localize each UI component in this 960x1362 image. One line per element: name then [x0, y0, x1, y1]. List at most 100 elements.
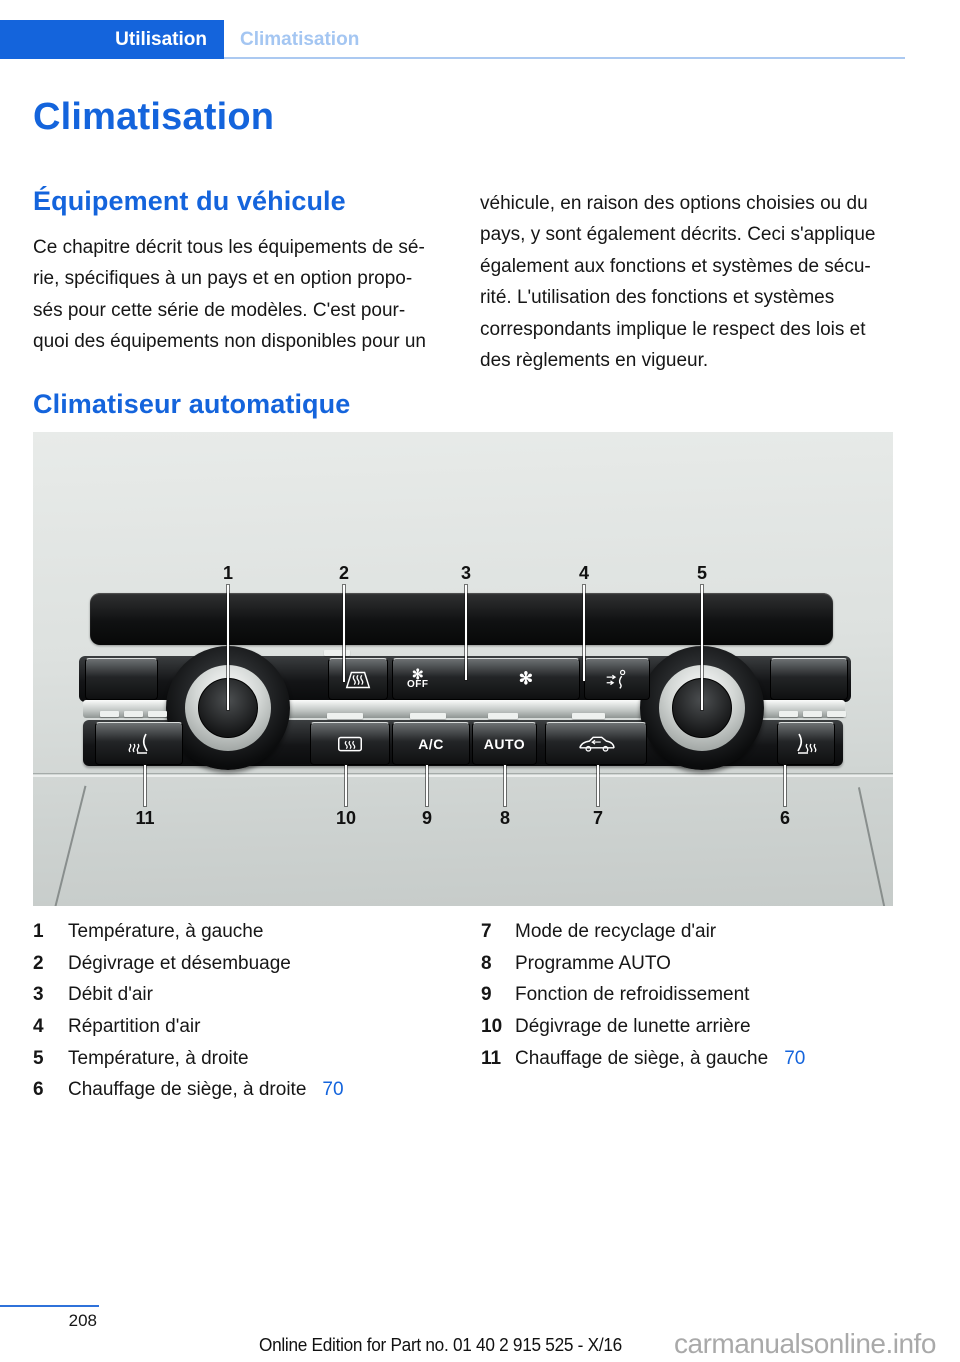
- callout-line: [144, 765, 146, 806]
- paragraph-right-column: véhicule, en raison des options choisies…: [480, 188, 875, 376]
- indicator-dash: [100, 711, 119, 717]
- legend-item: 4 Répartition d'air: [33, 1011, 344, 1043]
- paragraph-line: sés pour cette série de modèles. C'est p…: [33, 299, 406, 321]
- legend-number: 2: [33, 952, 44, 974]
- page-number: 208: [68, 1311, 97, 1330]
- page-reference-link[interactable]: 70: [784, 1047, 806, 1069]
- paragraph-line: pays, y sont également décrits. Ceci s'a…: [480, 224, 876, 246]
- callout-number: 5: [696, 563, 708, 583]
- callout-line: [597, 765, 599, 806]
- section-heading-climatiseur: Climatiseur automatique: [33, 389, 351, 419]
- edition-note: Online Edition for Part no. 01 40 2 915 …: [259, 1334, 622, 1355]
- indicator-dash: [148, 711, 167, 717]
- seat-heating-left-button: [95, 722, 183, 765]
- page-title: Climatisation: [33, 96, 275, 138]
- callout-line: [583, 585, 585, 681]
- seat-heating-icon: [128, 733, 148, 754]
- fan-off-group: ✻ OFF: [407, 666, 429, 690]
- callout-number: 4: [578, 563, 590, 583]
- indicator-dash: [327, 713, 363, 719]
- paragraph-line: Ce chapitre décrit tous les équipements …: [33, 237, 425, 258]
- tab-climatisation-label: Climatisation: [240, 28, 360, 50]
- legend-number: 6: [33, 1079, 44, 1101]
- section-heading-equipement: Équipement du véhicule: [33, 186, 346, 216]
- callout-line: [345, 765, 347, 806]
- callout-line: [343, 585, 345, 682]
- legend-item: 11 Chauffage de siège, à gauche 70: [481, 1043, 805, 1075]
- fan-icon: ✻: [411, 666, 424, 682]
- legend-label: Débit d'air: [68, 984, 153, 1006]
- paragraph-line: rie, spécifiques à un pays et en option …: [33, 268, 413, 290]
- callout-line: [465, 585, 467, 680]
- callout-number: 10: [335, 808, 357, 828]
- blank-button-left: [85, 658, 158, 700]
- callout-number: 3: [460, 563, 472, 583]
- callout-number: 8: [499, 808, 511, 828]
- indicator-dash: [572, 713, 605, 719]
- legend-label: Programme AUTO: [515, 952, 671, 974]
- ac-button-label: A/C: [418, 735, 444, 752]
- seat-heating-right-button: [777, 722, 835, 765]
- windshield-defrost-button: [328, 658, 388, 700]
- auto-button-label: AUTO: [483, 735, 526, 752]
- callout-line: [784, 765, 786, 806]
- callout-line: [426, 765, 428, 806]
- legend-label: Chauffage de siège, à gauche: [515, 1047, 769, 1069]
- seat-heating-icon: [797, 733, 817, 754]
- rear-window-defrost-button: [310, 722, 390, 765]
- callout-number: 11: [135, 808, 155, 828]
- callout-number: 2: [338, 563, 350, 583]
- legend-label: Chauffage de siège, à droite: [68, 1079, 307, 1101]
- ac-button: A/C: [392, 722, 470, 765]
- legend-number: 5: [33, 1047, 44, 1069]
- tab-underline: [0, 57, 905, 59]
- page-reference-link[interactable]: 70: [322, 1079, 344, 1101]
- console-edge-line: [33, 773, 893, 774]
- legend-number: 1: [33, 921, 44, 942]
- fan-speed-button: ✻ OFF ✻: [392, 658, 580, 700]
- legend-number: 10: [481, 1016, 503, 1038]
- legend-number: 11: [481, 1047, 502, 1069]
- recirculation-button: [545, 722, 647, 765]
- legend-number: 8: [481, 952, 492, 974]
- indicator-dash: [410, 713, 446, 719]
- blank-button-right: [770, 658, 848, 700]
- console-side-line-right: [857, 787, 887, 906]
- paragraph-left-column: Ce chapitre décrit tous les équipements …: [33, 232, 426, 358]
- legend-number: 7: [481, 921, 492, 942]
- legend-item: 10 Dégivrage de lunette arrière: [481, 1011, 805, 1043]
- legend-item: 1 Température, à gauche: [33, 916, 344, 948]
- legend-label: Température, à droite: [68, 1047, 249, 1069]
- air-distribution-icon: [606, 669, 626, 689]
- legend-label: Température, à gauche: [68, 921, 264, 942]
- indicator-dash: [488, 713, 518, 719]
- paragraph-line: correspondants implique le respect des l…: [480, 318, 866, 340]
- watermark: carmanualsonline.info: [674, 1328, 936, 1359]
- legend-label: Dégivrage de lunette arrière: [515, 1016, 751, 1038]
- windshield-defrost-icon: [345, 671, 371, 689]
- air-distribution-button: [584, 658, 650, 700]
- console-side-line-left: [53, 785, 87, 906]
- legend-label: Fonction de refroidissement: [515, 984, 750, 1006]
- legend-item: 3 Débit d'air: [33, 979, 344, 1011]
- legend-label: Mode de recyclage d'air: [515, 921, 717, 942]
- footer-rule: [0, 1305, 99, 1307]
- legend-label: Répartition d'air: [68, 1016, 201, 1038]
- fan-icon: ✻: [518, 669, 533, 688]
- paragraph-line: quoi des équipements non disponibles pou…: [33, 331, 426, 353]
- paragraph-line: rité. L'utilisation des fonctions et sys…: [480, 287, 835, 309]
- legend-right-column: 7 Mode de recyclage d'air 8 Programme AU…: [481, 916, 805, 1074]
- callout-number: 1: [222, 563, 234, 583]
- callout-number: 7: [592, 808, 604, 828]
- paragraph-line: des règlements en vigueur.: [480, 350, 709, 372]
- legend-left-column: 1 Température, à gauche 2 Dégivrage et d…: [33, 916, 344, 1106]
- indicator-dash: [803, 711, 822, 717]
- legend-item: 7 Mode de recyclage d'air: [481, 916, 805, 948]
- callout-number: 6: [779, 808, 791, 828]
- tab-utilisation: Utilisation: [0, 20, 224, 59]
- legend-item: 9 Fonction de refroidissement: [481, 979, 805, 1011]
- legend-number: 9: [481, 984, 492, 1006]
- legend-number: 3: [33, 984, 44, 1006]
- rear-window-defrost-icon: [338, 736, 362, 751]
- climate-display: [90, 593, 833, 645]
